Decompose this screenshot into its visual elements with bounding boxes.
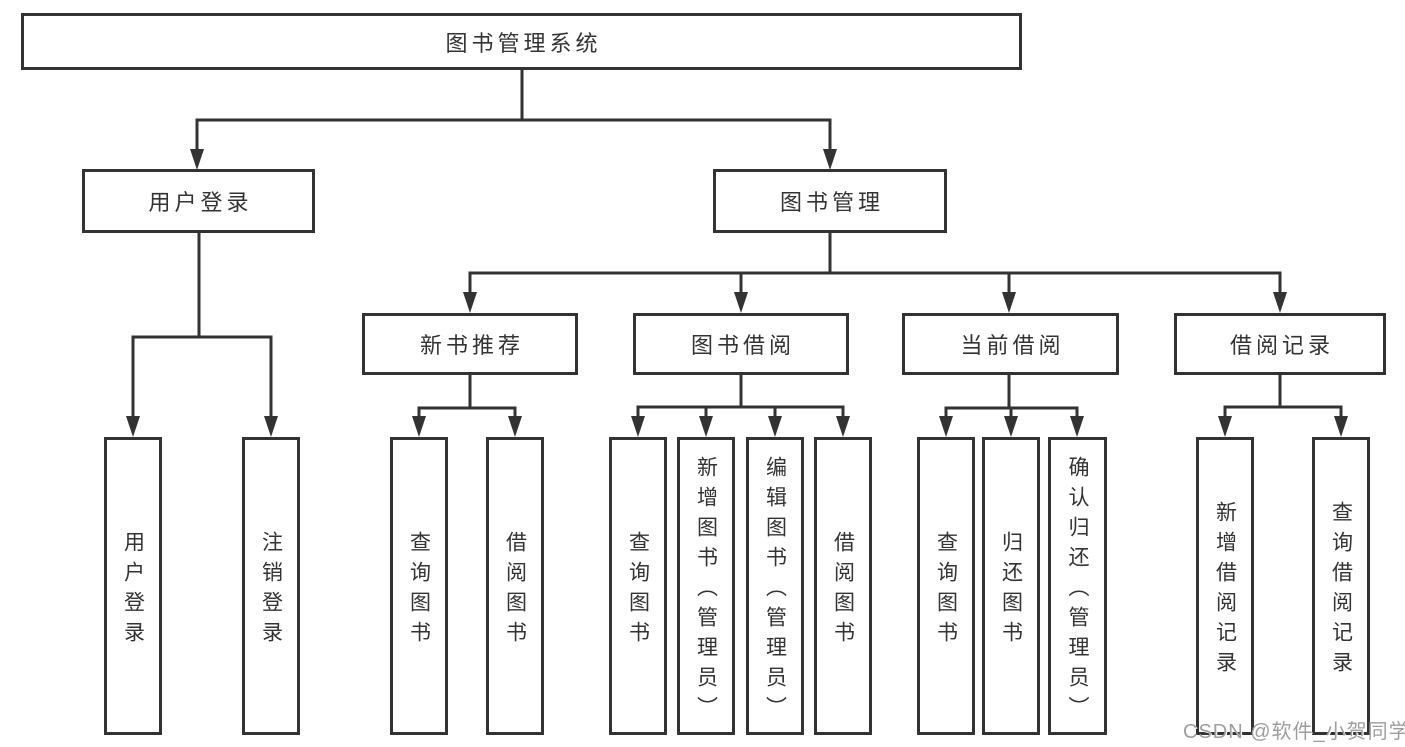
node-label: 图书借阅	[690, 333, 795, 358]
leaf-query-book-borrow: 查询图书	[609, 437, 667, 735]
node-label: 新书推荐	[419, 333, 524, 358]
node-book-management: 图书管理	[713, 169, 947, 233]
node-label: 编辑图书（管理员）	[763, 455, 787, 726]
node-label: 用户登录	[121, 530, 145, 651]
node-label: 用户登录	[148, 190, 253, 215]
node-label: 新增借阅记录	[1213, 500, 1237, 681]
node-label: 查询图书	[407, 530, 431, 651]
node-label: 查询图书	[934, 530, 958, 651]
node-label: 注销登录	[259, 530, 283, 651]
node-label: 借阅图书	[831, 530, 855, 651]
leaf-return-book: 归还图书	[982, 437, 1040, 735]
node-label: 借阅记录	[1229, 333, 1334, 358]
csdn-watermark: CSDN @软件_小贺同学	[1183, 721, 1405, 743]
node-library-system: 图书管理系统	[21, 13, 1022, 70]
leaf-borrow-book-borrow: 借阅图书	[814, 437, 872, 735]
leaf-edit-book-admin: 编辑图书（管理员）	[746, 437, 804, 735]
leaf-add-book-admin: 新增图书（管理员）	[677, 437, 735, 735]
node-new-book-recommend: 新书推荐	[362, 313, 578, 375]
leaf-confirm-return-admin: 确认归还（管理员）	[1048, 437, 1107, 735]
node-label: 借阅图书	[503, 530, 527, 651]
leaf-logout: 注销登录	[242, 437, 300, 735]
node-user-login: 用户登录	[82, 169, 315, 233]
node-borrow-records: 借阅记录	[1174, 313, 1386, 375]
leaf-query-book-recommend: 查询图书	[390, 437, 448, 735]
leaf-query-book-current: 查询图书	[917, 437, 975, 735]
node-label: 当前借阅	[960, 333, 1065, 358]
node-label: 确认归还（管理员）	[1066, 455, 1089, 726]
leaf-add-borrow-record: 新增借阅记录	[1196, 437, 1254, 735]
node-label: 新增图书（管理员）	[694, 455, 718, 726]
leaf-borrow-book-recommend: 借阅图书	[486, 437, 544, 735]
node-label: 图书管理	[779, 190, 884, 215]
node-label: 图书管理系统	[445, 30, 602, 56]
node-label: 查询借阅记录	[1329, 500, 1353, 681]
node-label: 查询图书	[626, 530, 650, 651]
node-current-borrow: 当前借阅	[902, 313, 1119, 375]
node-label: 归还图书	[999, 530, 1023, 651]
leaf-query-borrow-record: 查询借阅记录	[1312, 437, 1370, 735]
leaf-user-login: 用户登录	[104, 437, 162, 735]
node-book-borrow: 图书借阅	[633, 313, 849, 375]
